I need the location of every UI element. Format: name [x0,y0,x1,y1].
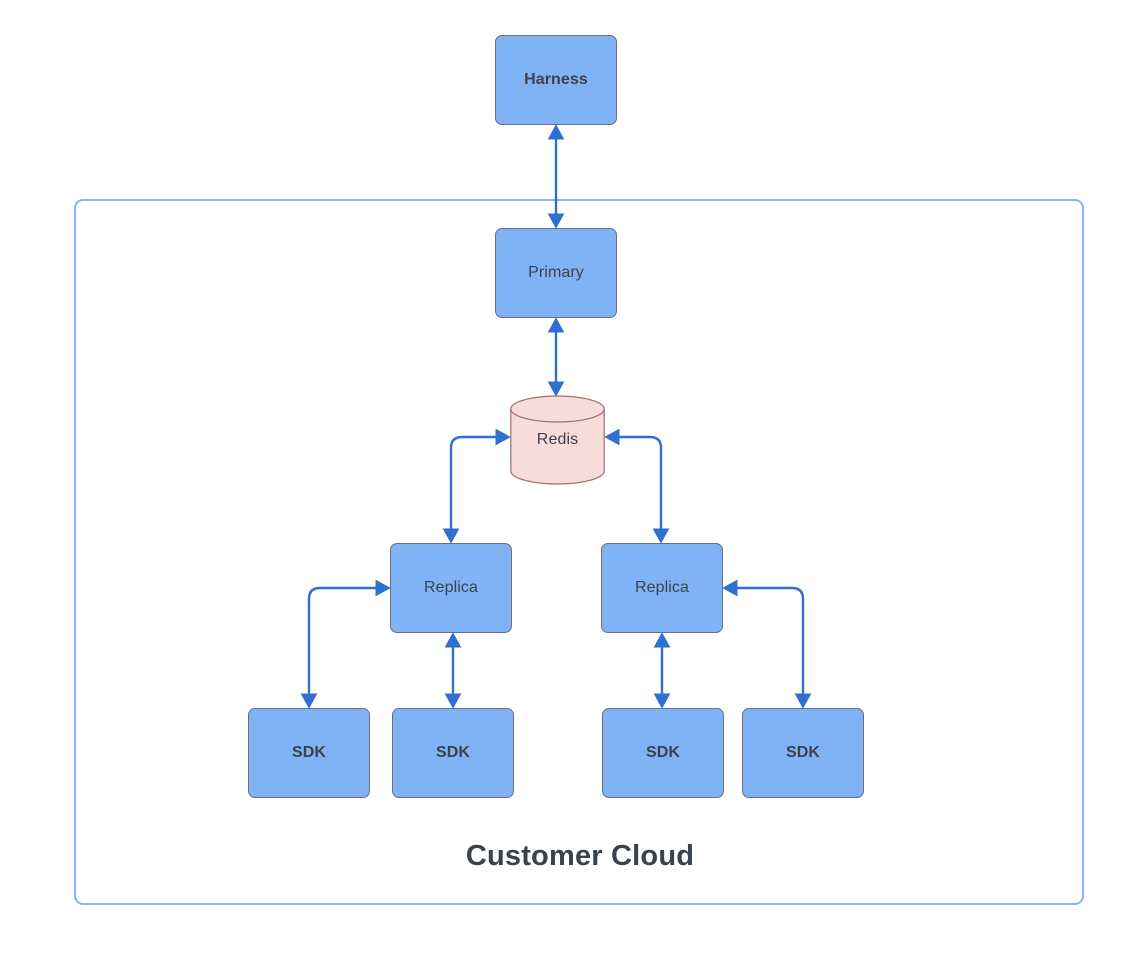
node-sdk-3[interactable]: SDK [602,708,724,798]
node-label-primary: Primary [528,263,584,281]
node-label-redis: Redis [536,431,579,448]
node-redis[interactable]: Redis [510,395,605,485]
node-primary[interactable]: Primary [495,228,617,318]
node-label-sdk-4: SDK [785,743,821,761]
node-sdk-4[interactable]: SDK [742,708,864,798]
node-label-sdk-3: SDK [645,743,681,761]
node-label-sdk-1: SDK [291,743,327,761]
node-harness[interactable]: Harness [495,35,617,125]
node-label-harness: Harness [524,70,588,88]
node-replica-left[interactable]: Replica [390,543,512,633]
node-label-replica-left: Replica [423,578,479,596]
node-label-sdk-2: SDK [435,743,471,761]
node-label-replica-right: Replica [634,578,690,596]
customer-cloud-boundary [74,199,1084,905]
node-replica-right[interactable]: Replica [601,543,723,633]
cylinder-shape [510,395,605,485]
node-sdk-1[interactable]: SDK [248,708,370,798]
node-sdk-2[interactable]: SDK [392,708,514,798]
customer-cloud-label: Customer Cloud [465,840,695,872]
